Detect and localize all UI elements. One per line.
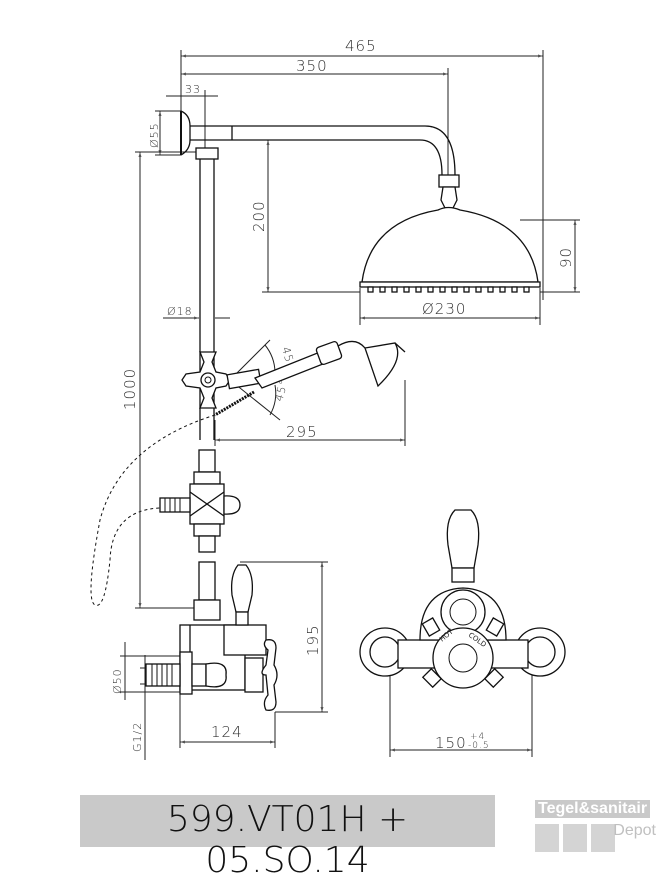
shower-hose (90, 390, 255, 606)
dim-mixer-height: 195 (304, 624, 322, 656)
nozzle (487, 286, 494, 293)
product-code-banner: 599.VT01H + 05.SO.14 (80, 795, 495, 881)
brand-logo: Tegel&sanitair Depot (533, 800, 662, 852)
nozzle (403, 286, 410, 293)
nozzle (427, 286, 434, 293)
nozzle (511, 286, 518, 293)
dim-tolerance-minus: -0.5 (468, 741, 490, 751)
dim-total-width: 465 (345, 37, 377, 55)
dim-mixer-depth: 124 (211, 723, 243, 741)
logo-tile (563, 824, 587, 852)
thermostat-side-view (145, 564, 278, 711)
product-code: 599.VT01H + 05.SO.14 (166, 799, 409, 881)
drop-icon (535, 824, 559, 852)
logo-tile (591, 824, 615, 852)
dim-tolerance-plus: +4 (470, 732, 485, 742)
nozzle (463, 286, 470, 293)
dim-thread: G1/2 (131, 722, 144, 752)
nozzle (379, 286, 386, 293)
diverter (159, 449, 241, 621)
dim-arm-height: 200 (250, 200, 268, 232)
dim-center-distance: 150 (435, 734, 467, 752)
nozzle (439, 286, 446, 293)
dim-head-height: 90 (557, 247, 575, 268)
nozzle (391, 286, 398, 293)
nozzle (415, 286, 422, 293)
dim-arm-length: 350 (296, 57, 328, 75)
dimension-lines (120, 50, 580, 760)
dim-wall-offset: 33 (185, 83, 201, 96)
nozzle (475, 286, 482, 293)
dim-rail-diameter: Ø18 (167, 305, 193, 318)
nozzle (451, 286, 458, 293)
dim-head-diameter: Ø230 (422, 300, 466, 318)
hand-shower-holder (181, 351, 262, 409)
dim-hand-shower-reach: 295 (286, 423, 318, 441)
nozzle (367, 286, 374, 293)
shower-arm (190, 125, 456, 176)
dim-angle-lower: 45° (272, 378, 290, 403)
nozzle (523, 286, 530, 293)
dim-rail-length: 1000 (121, 368, 139, 410)
wall-flange (180, 110, 191, 156)
nozzle (499, 286, 506, 293)
thermostat-front-view (359, 509, 566, 689)
dim-flange-diameter: Ø55 (148, 122, 161, 148)
logo-line2: Depot (613, 822, 656, 839)
technical-drawing: 465 350 33 Ø55 200 90 Ø230 Ø18 1000 45° … (90, 37, 580, 760)
hand-shower (253, 340, 406, 389)
dim-mixer-flange-diameter: Ø50 (111, 668, 124, 694)
rain-shower-head (359, 174, 541, 293)
logo-line1: Tegel&sanitair (535, 800, 651, 818)
